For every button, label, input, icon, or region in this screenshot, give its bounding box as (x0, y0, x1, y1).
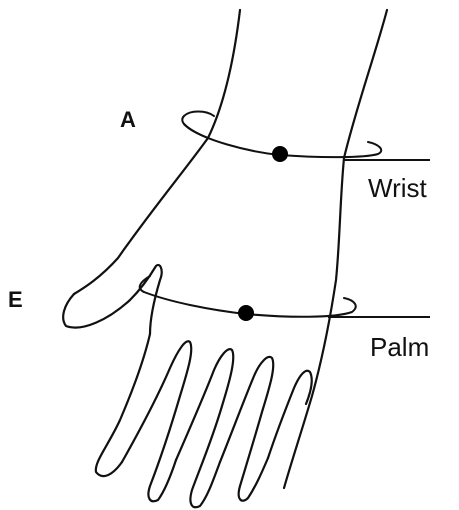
forearm-left-edge (74, 10, 240, 294)
letter-a: A (120, 107, 136, 132)
index-finger-outer (96, 334, 150, 476)
forearm-right-edge (284, 10, 387, 488)
wrist-label: Wrist (368, 173, 428, 203)
letter-e: E (8, 287, 23, 312)
finger-middle (176, 349, 233, 507)
palm-marker-dot (238, 305, 254, 321)
finger-ring (220, 357, 273, 501)
thumb-outline (63, 265, 161, 334)
wrist-band (182, 112, 430, 163)
wrist-marker-dot (272, 146, 288, 162)
palm-label: Palm (370, 332, 429, 362)
finger-index (122, 341, 191, 501)
palm-band (140, 276, 430, 321)
hand-outline (63, 10, 387, 507)
finger-little (268, 371, 312, 458)
